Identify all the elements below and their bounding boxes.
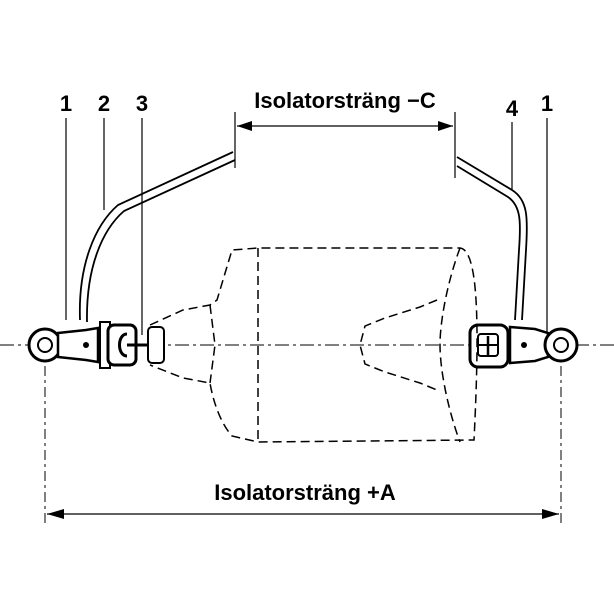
leader-lines [65, 118, 548, 335]
eye-fitting-left [27, 321, 111, 369]
dimension-a [47, 509, 559, 519]
label-part-1-right: 1 [541, 91, 553, 116]
label-part-2: 2 [98, 91, 110, 116]
label-part-4: 4 [506, 96, 519, 121]
socket-fitting-left [106, 323, 165, 367]
label-part-1-left: 1 [60, 91, 72, 116]
arcing-horn-right [456, 156, 528, 321]
dimension-label-c: Isolatorsträng −C [254, 88, 436, 113]
dimension-label-a: Isolatorsträng +A [214, 480, 396, 505]
socket-fitting-right [468, 323, 510, 369]
eye-fitting-right [508, 325, 579, 365]
label-part-3: 3 [136, 91, 148, 116]
arcing-horn-left [78, 151, 236, 323]
insulator-disc-phantom [149, 247, 478, 443]
dimension-c [237, 121, 453, 131]
